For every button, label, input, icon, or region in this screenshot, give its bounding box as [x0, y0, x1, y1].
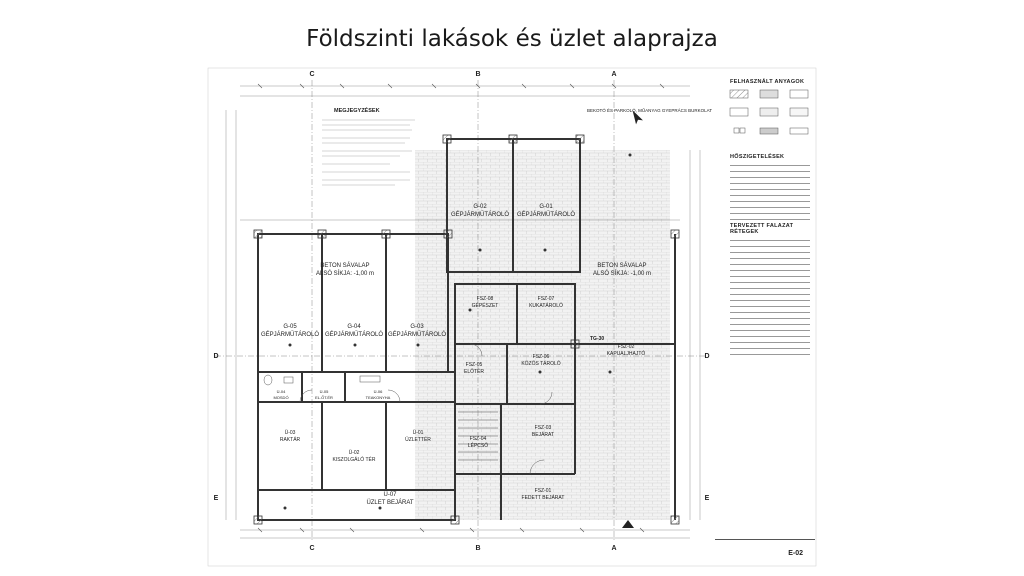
axis-label-e-right: E	[705, 495, 710, 502]
sheet-code: E-02	[788, 550, 803, 557]
room-name: GÉPJÁRMŰTÁROLÓ	[451, 211, 509, 218]
footing-label-right-2: ALSÓ SÍKJA: -1,00 m	[593, 270, 651, 277]
dimension-lines	[225, 85, 701, 539]
notes-text-lines	[322, 119, 415, 186]
entrance-arrow-icon	[622, 520, 634, 528]
room-name: TEAKONYHA	[366, 395, 391, 400]
room-code: Ü-01	[413, 429, 424, 436]
level-markers	[283, 153, 632, 510]
room-name: KISZOLGÁLÓ TÉR	[333, 456, 376, 463]
room-name: LÉPCSŐ	[468, 442, 488, 449]
axis-label-a-top: A	[611, 71, 616, 78]
room-name: KAPUALJHAJTÓ	[607, 350, 646, 357]
footing-label-right-1: BETON SÁVALAP	[597, 262, 646, 269]
room-name: KUKATÁROLÓ	[529, 302, 563, 309]
room-code: G-03	[410, 324, 424, 330]
room-name: GÉPJÁRMŰTÁROLÓ	[261, 331, 319, 338]
room-name: ÜZLET BEJÁRAT	[366, 499, 413, 506]
room-code: FSZ-01	[535, 488, 552, 494]
columns	[253, 134, 680, 525]
room-code: FSZ-04	[470, 436, 487, 442]
tag-tg: TG-30	[590, 336, 604, 342]
axis-label-c-top: C	[309, 71, 314, 78]
dimension-ticks	[257, 83, 665, 533]
room-code: G-04	[347, 324, 361, 330]
title-block: E-02	[715, 539, 815, 566]
room-name: FEDETT BEJÁRAT	[522, 494, 565, 501]
room-code: Ü-03	[285, 429, 296, 436]
room-code: FSZ-03	[535, 425, 552, 431]
door-swings	[299, 343, 553, 475]
room-name: GÉPJÁRMŰTÁROLÓ	[388, 331, 446, 338]
room-code: FSZ-06	[533, 354, 550, 360]
north-arrow-icon	[632, 110, 643, 125]
room-name: KÖZÖS TÁROLÓ	[521, 360, 560, 367]
stair-treads	[458, 411, 498, 461]
room-code: G-05	[283, 324, 297, 330]
axis-label-d-left: D	[213, 353, 218, 360]
room-name: ELŐTÉR	[464, 368, 484, 375]
room-code: Ü-04	[277, 389, 286, 394]
room-code: Ü-07	[383, 491, 397, 498]
legend-panel: FELHASZNÁLT ANYAGOK HŐSZIGETELÉSEK TERVE…	[724, 76, 816, 358]
walls	[257, 138, 676, 521]
notes-heading: MEGJEGYZÉSEK	[334, 106, 380, 114]
insulation-heading: HŐSZIGETELÉSEK	[730, 154, 785, 160]
room-name: GÉPÉSZET	[472, 302, 499, 309]
drawing-frame	[207, 67, 817, 567]
room-name: GÉPJÁRMŰTÁROLÓ	[325, 331, 383, 338]
materials-heading: FELHASZNÁLT ANYAGOK	[730, 79, 805, 85]
axis-label-a-bottom: A	[611, 545, 616, 552]
sanitary-fixtures	[263, 374, 381, 386]
room-code: FSZ-08	[477, 296, 494, 302]
room-name: BEJÁRAT	[532, 431, 554, 438]
walls-heading: TERVEZETT FALAZAT RÉTEGEK	[730, 223, 794, 235]
room-code: Ü-02	[349, 449, 360, 456]
axis-label-b-top: B	[475, 71, 480, 78]
paving-area	[415, 150, 670, 520]
axis-label-c-bottom: C	[309, 545, 314, 552]
room-code: Ü-05	[320, 389, 329, 394]
room-code: G-02	[473, 204, 487, 210]
material-swatches	[729, 89, 809, 135]
room-name: RAKTÁR	[280, 436, 301, 443]
axis-label-d-right: D	[704, 353, 709, 360]
axis-lines	[215, 80, 705, 540]
parking-note: BEKOTÓ ÉS PARKOLÓ, MŰANYAG GYEPRÁCS BURK…	[587, 107, 712, 113]
room-name: GÉPJÁRMŰTÁROLÓ	[517, 211, 575, 218]
page-title: Földszinti lakások és üzlet alaprajza	[306, 26, 718, 52]
room-name: EL.ŐT.ÉR	[315, 395, 333, 400]
room-code: FSZ-02	[618, 344, 635, 350]
footing-label-left-1: BETON SÁVALAP	[320, 262, 369, 269]
room-name: MOSDÓ	[273, 395, 288, 400]
axis-label-e-left: E	[214, 495, 219, 502]
room-code: FSZ-05	[466, 362, 483, 368]
room-code: G-01	[539, 204, 553, 210]
axis-label-b-bottom: B	[475, 545, 480, 552]
room-code: Ü-06	[374, 389, 383, 394]
footing-label-left-2: ALSÓ SÍKJA: -1,00 m	[316, 270, 374, 277]
room-name: ÜZLETTÉR	[405, 436, 431, 443]
room-code: FSZ-07	[538, 296, 555, 302]
